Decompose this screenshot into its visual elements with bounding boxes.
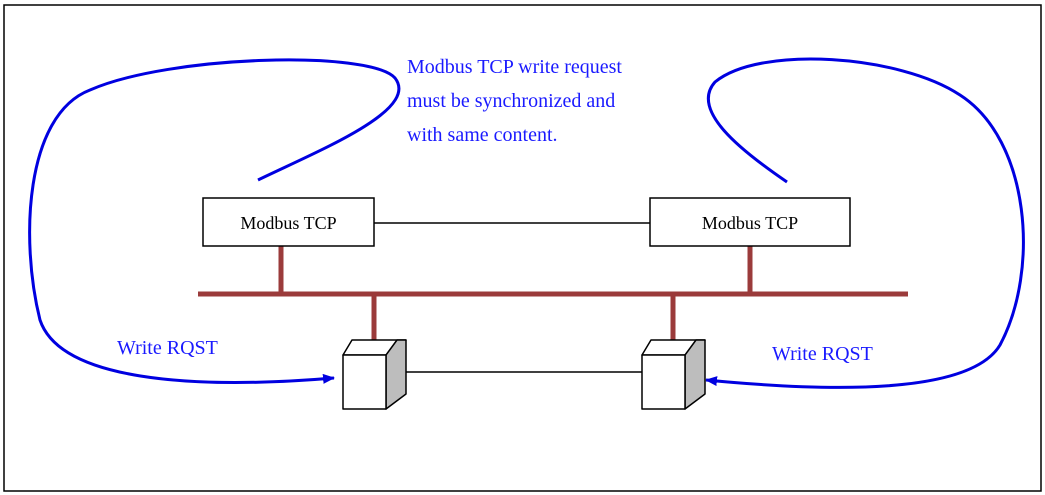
network-bus [198, 246, 908, 340]
left-request-curve [28, 58, 401, 384]
annotation-line-3: with same content. [407, 124, 558, 146]
annotation-text: Modbus TCP write request must be synchro… [407, 56, 622, 146]
left-request-label: Write RQST [117, 337, 218, 359]
outer-frame [3, 4, 1042, 492]
modbus-box-left-label: Modbus TCP [240, 213, 336, 233]
annotation-line-1: Modbus TCP write request [407, 56, 622, 78]
right-request-curve [705, 57, 1025, 389]
cube-device-icon [342, 339, 407, 410]
modbus-box-left: Modbus TCP [202, 197, 375, 247]
right-request-label: Write RQST [772, 343, 873, 365]
cube-device-icon [641, 339, 706, 410]
modbus-box-right-label: Modbus TCP [702, 213, 798, 233]
modbus-box-right: Modbus TCP [649, 197, 851, 247]
annotation-line-2: must be synchronized and [407, 90, 615, 112]
